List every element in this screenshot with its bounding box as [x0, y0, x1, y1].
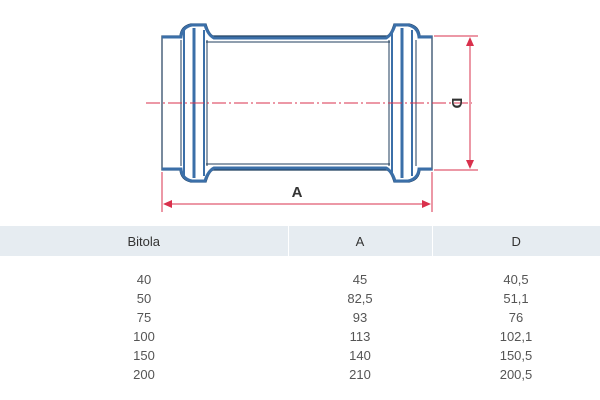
table-row: 200 210 200,5: [0, 365, 600, 384]
cell-bitola: 100: [133, 329, 155, 344]
cell-a: 93: [352, 310, 368, 325]
cell-bitola: 200: [133, 367, 155, 382]
cell-a: 210: [349, 367, 371, 382]
cell-bitola: 40: [136, 272, 152, 287]
cell-d: 150,5: [499, 348, 533, 363]
cell-bitola: 50: [136, 291, 152, 306]
table-row: 75 93 76: [0, 308, 600, 327]
cell-a: 82,5: [347, 291, 373, 306]
table-spacer: [0, 256, 600, 270]
cell-d: 102,1: [499, 329, 533, 344]
table-row: 100 113 102,1: [0, 327, 600, 346]
header-a: A: [288, 226, 433, 256]
table-row: 50 82,5 51,1: [0, 289, 600, 308]
table-row: 40 45 40,5: [0, 270, 600, 289]
header-bitola: Bitola: [0, 226, 289, 256]
table-row: 150 140 150,5: [0, 346, 600, 365]
cell-d: 51,1: [503, 291, 529, 306]
cell-d: 76: [508, 310, 524, 325]
cell-a: 140: [349, 348, 371, 363]
table-header-row: Bitola A D: [0, 226, 600, 256]
header-d: D: [432, 226, 600, 256]
length-dimension: [161, 172, 433, 212]
dimensions-table: Bitola A D 40 45 40,5 50 82,5 51,1 75 93…: [0, 226, 600, 384]
fitting-technical-drawing: D A: [146, 23, 478, 212]
sleeve-wall-top: [162, 23, 432, 40]
cell-d: 40,5: [503, 272, 529, 287]
cell-a: 113: [349, 329, 371, 344]
cell-a: 45: [352, 272, 368, 287]
sleeve-wall-bottom: [162, 166, 432, 183]
cell-d: 200,5: [499, 367, 533, 382]
cell-bitola: 150: [133, 348, 155, 363]
diameter-dimension: [434, 35, 478, 171]
length-label: A: [292, 184, 303, 201]
diameter-label: D: [448, 98, 465, 109]
cell-bitola: 75: [136, 310, 152, 325]
